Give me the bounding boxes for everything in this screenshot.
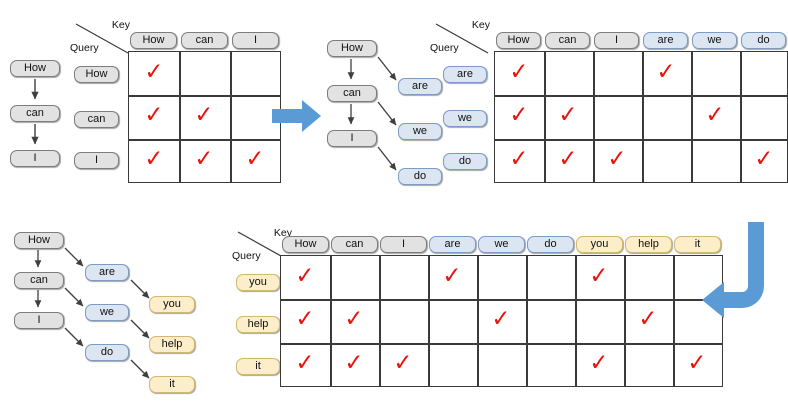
m2-key-are[interactable]: are	[643, 32, 688, 49]
m2-query-do[interactable]: do	[443, 153, 487, 170]
tree3-node-help[interactable]: help	[149, 336, 195, 353]
query-label: Query	[232, 250, 261, 262]
tree3-node-we[interactable]: we	[85, 304, 129, 321]
m3-check-r0c3: ✓	[441, 262, 463, 290]
m1-check-r0c0: ✓	[143, 58, 165, 86]
m2-key-how[interactable]: How	[496, 32, 541, 49]
tree3-node-how[interactable]: How	[14, 232, 64, 249]
m3-check-r2c2: ✓	[392, 349, 414, 377]
m3-check-r0c0: ✓	[294, 262, 316, 290]
m3-check-r2c1: ✓	[343, 349, 365, 377]
m3-grid: ✓ ✓ ✓ ✓ ✓ ✓ ✓ ✓ ✓ ✓ ✓ ✓	[280, 255, 723, 387]
m1-query-can[interactable]: can	[74, 111, 119, 128]
m2-check-r0c3: ✓	[655, 58, 677, 86]
draft-attention-matrix: Key Query How can I are we do are we do …	[430, 18, 788, 188]
corner-diagonal-line	[75, 23, 129, 54]
m2-key-can[interactable]: can	[545, 32, 590, 49]
tree1-edges	[31, 79, 39, 145]
m1-check-r2c2: ✓	[244, 145, 266, 173]
m3-check-r1c0: ✓	[294, 305, 316, 333]
m2-check-r1c4: ✓	[704, 101, 726, 129]
key-query-corner-2: Key Query	[430, 19, 490, 54]
m3-key-are[interactable]: are	[429, 236, 476, 253]
m3-key-can[interactable]: can	[331, 236, 378, 253]
first-draft-tree: How can I are we do	[322, 40, 442, 190]
down-left-curved-arrow-icon	[702, 222, 764, 318]
corner-diagonal-line	[435, 23, 489, 54]
m1-grid: ✓ ✓ ✓ ✓ ✓ ✓	[128, 51, 281, 183]
m3-check-r0c6: ✓	[588, 262, 610, 290]
tree1-node-how[interactable]: How	[10, 60, 60, 77]
m3-check-r1c1: ✓	[343, 305, 365, 333]
m3-key-it[interactable]: it	[674, 236, 721, 253]
tree3-node-do[interactable]: do	[85, 344, 129, 361]
down-left-curved-arrow	[700, 222, 780, 342]
expanded-attention-matrix: Key Query How can I are we do you help i…	[232, 226, 724, 396]
m3-query-it[interactable]: it	[236, 358, 280, 375]
m2-check-r2c2: ✓	[606, 145, 628, 173]
m2-grid: ✓ ✓ ✓ ✓ ✓ ✓ ✓ ✓ ✓	[494, 51, 788, 183]
query-label: Query	[70, 42, 99, 54]
tree2-node-we[interactable]: we	[398, 123, 442, 140]
prompt-attention-matrix: Key Query How can I How can I ✓ ✓ ✓ ✓ ✓ …	[70, 18, 281, 188]
tree3-edges	[34, 247, 150, 379]
m3-key-how[interactable]: How	[282, 236, 329, 253]
m3-check-r2c5: ✓	[588, 349, 610, 377]
tree1-node-can[interactable]: can	[10, 105, 60, 122]
tree1-node-i[interactable]: I	[10, 150, 60, 167]
m3-query-you[interactable]: you	[236, 274, 280, 291]
m3-key-you[interactable]: you	[576, 236, 623, 253]
tree2-node-can[interactable]: can	[327, 85, 377, 102]
m2-check-r2c5: ✓	[753, 145, 775, 173]
m2-query-we[interactable]: we	[443, 110, 487, 127]
m3-key-do[interactable]: do	[527, 236, 574, 253]
tree3-node-you[interactable]: you	[149, 296, 195, 313]
key-query-corner-1: Key Query	[70, 19, 130, 54]
m2-check-r1c0: ✓	[508, 101, 530, 129]
tree2-node-i[interactable]: I	[327, 130, 377, 147]
m1-key-how[interactable]: How	[130, 32, 177, 49]
m3-check-r1c4: ✓	[490, 305, 512, 333]
m2-check-r0c0: ✓	[508, 58, 530, 86]
m3-check-r1c7: ✓	[637, 305, 659, 333]
m1-check-r2c1: ✓	[193, 145, 215, 173]
m3-query-help[interactable]: help	[236, 316, 280, 333]
m3-check-r2c8: ✓	[686, 349, 708, 377]
m2-check-r1c1: ✓	[557, 101, 579, 129]
right-arrow-icon	[272, 100, 321, 132]
key-label: Key	[471, 19, 490, 31]
m2-key-do[interactable]: do	[741, 32, 786, 49]
tree2-edges	[347, 56, 397, 171]
m1-query-i[interactable]: I	[74, 152, 119, 169]
second-draft-tree: How can I are we do you help it	[10, 232, 200, 393]
tree3-node-are[interactable]: are	[85, 264, 129, 281]
right-arrow	[272, 98, 322, 134]
tree2-node-do[interactable]: do	[398, 168, 442, 185]
m2-query-are[interactable]: are	[443, 66, 487, 83]
m2-key-we[interactable]: we	[692, 32, 737, 49]
tree2-node-how[interactable]: How	[327, 40, 377, 57]
m2-check-r2c1: ✓	[557, 145, 579, 173]
m2-key-i[interactable]: I	[594, 32, 639, 49]
m2-check-r2c0: ✓	[508, 145, 530, 173]
m1-check-r2c0: ✓	[143, 145, 165, 173]
query-label: Query	[430, 42, 459, 54]
m3-key-help[interactable]: help	[625, 236, 672, 253]
m1-query-how[interactable]: How	[74, 66, 119, 83]
m1-check-r1c1: ✓	[193, 101, 215, 129]
m3-key-i[interactable]: I	[380, 236, 427, 253]
m3-key-we[interactable]: we	[478, 236, 525, 253]
tree3-node-can[interactable]: can	[14, 272, 64, 289]
m3-check-r2c0: ✓	[294, 349, 316, 377]
tree3-node-it[interactable]: it	[149, 376, 195, 393]
m1-key-i[interactable]: I	[232, 32, 279, 49]
tree2-node-are[interactable]: are	[398, 78, 442, 95]
m1-check-r1c0: ✓	[143, 101, 165, 129]
initial-prompt-tree: How can I	[8, 60, 78, 180]
m1-key-can[interactable]: can	[181, 32, 228, 49]
key-label: Key	[111, 19, 130, 31]
tree3-node-i[interactable]: I	[14, 312, 64, 329]
